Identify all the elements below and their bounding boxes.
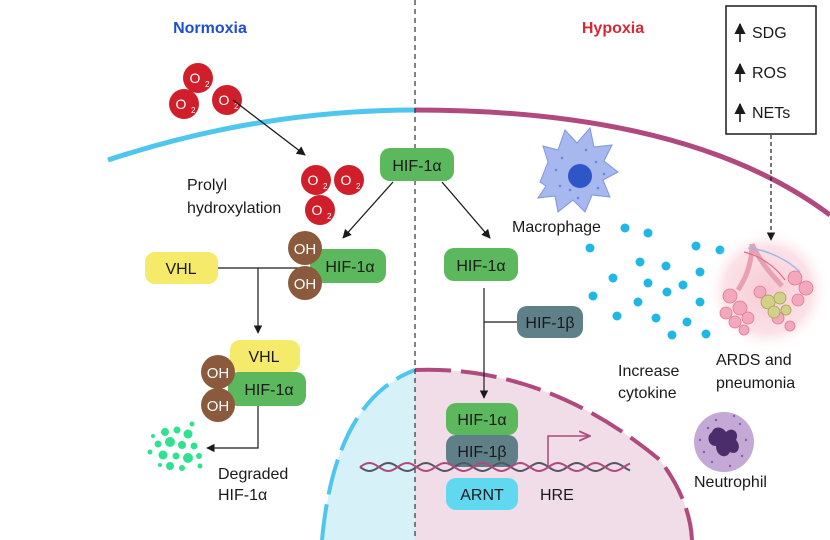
hif1a-complex-label: HIF-1α — [244, 382, 293, 399]
dna-strand — [359, 461, 631, 473]
vhl-hif-complex: VHL HIF-1α OH OH — [201, 340, 306, 422]
o2-label: O — [190, 70, 201, 86]
neutrophil-label: Neutrophil — [694, 474, 767, 491]
legend-item-label: SDG — [752, 25, 787, 42]
oh-label-2: OH — [294, 276, 317, 293]
hif1b-label: HIF-1β — [525, 315, 574, 332]
degraded-fragments — [147, 421, 203, 471]
hif1a-hypoxia-box: HIF-1α — [444, 248, 518, 281]
hypoxia-header: Hypoxia — [582, 20, 644, 37]
nuclear-hif-complex: HIF-1α HIF-1β — [446, 403, 518, 467]
oh-label-1: OH — [294, 241, 317, 258]
legend-item-label: ROS — [752, 65, 787, 82]
o2-label: O — [341, 172, 352, 188]
macrophage-label: Macrophage — [512, 219, 601, 236]
arrow-to-degraded — [206, 406, 259, 453]
increase-label: Increase — [618, 363, 679, 380]
dna-strand-b — [359, 461, 631, 473]
degraded-label: Degraded — [218, 466, 288, 483]
arrow-to-hypoxia-hif — [441, 181, 491, 239]
legend-item-label: NETs — [752, 105, 790, 122]
hif1b-box: HIF-1β — [517, 306, 583, 338]
o2-subscript: 2 — [356, 182, 361, 191]
o2-label: O — [308, 172, 319, 188]
transcription-arrow — [547, 436, 590, 466]
o2-subscript: 2 — [323, 182, 328, 191]
arrow-to-hydroxylated — [342, 181, 394, 239]
ards-label: ARDS and — [716, 352, 792, 369]
hydroxylated-hif1a: HIF-1α OH OH — [288, 231, 386, 300]
hif1a-hydroxylated-label: HIF-1α — [325, 259, 374, 276]
cytokine-dots — [585, 223, 725, 340]
cell-membrane — [107, 107, 830, 218]
legend-box: SDG ROS NETs — [725, 5, 817, 135]
lungs-icon — [706, 228, 830, 352]
o2-label: O — [312, 202, 323, 218]
macrophage-icon — [536, 126, 619, 213]
o2-subscript: 2 — [191, 106, 196, 115]
prolyl-label: Prolyl — [187, 177, 227, 194]
hydroxylation-label: hydroxylation — [187, 200, 281, 217]
o2-subscript: 2 — [205, 80, 210, 89]
hre-label: HRE — [540, 487, 574, 504]
hif1a-top-label: HIF-1α — [392, 158, 441, 175]
arnt-box: ARNT — [446, 478, 518, 510]
arnt-label: ARNT — [460, 487, 504, 504]
vhl-box: VHL — [145, 252, 218, 284]
o2-subscript: 2 — [327, 212, 332, 221]
hif1b-nuclear-label: HIF-1β — [457, 444, 506, 461]
legend-item-sdg: SDG — [734, 22, 787, 42]
cytokine-label: cytokine — [618, 385, 677, 402]
o2-subscript: 2 — [234, 102, 239, 111]
oh-label-4: OH — [207, 398, 230, 415]
hif1a-top-box: HIF-1α — [380, 148, 454, 181]
pneumonia-label: pneumonia — [716, 375, 795, 392]
hif1a-hypoxia-label: HIF-1α — [456, 258, 505, 275]
oh-label-3: OH — [207, 365, 230, 382]
o2-label: O — [176, 96, 187, 112]
legend-item-nets: NETs — [734, 102, 790, 122]
hif1a-nuclear-label: HIF-1α — [457, 412, 506, 429]
arrow-o2 — [232, 99, 306, 156]
dna-strand-a — [359, 461, 631, 473]
vhl-label: VHL — [165, 261, 196, 278]
neutrophil-icon — [694, 412, 754, 472]
vhl-complex-label: VHL — [248, 349, 279, 366]
normoxia-header: Normoxia — [173, 20, 247, 37]
degraded-hif-label: HIF-1α — [218, 487, 267, 504]
o2-label: O — [219, 92, 230, 108]
legend-item-ros: ROS — [734, 62, 787, 82]
